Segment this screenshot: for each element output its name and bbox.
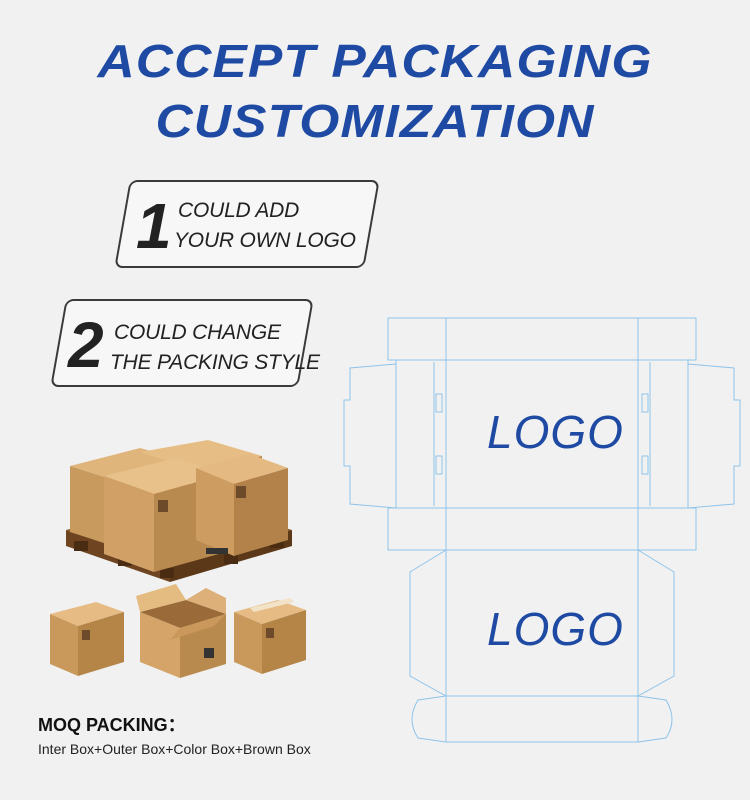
dieline-logo-bottom: LOGO <box>487 603 624 655</box>
open-box-icon <box>136 584 226 678</box>
page-title-line-2: CUSTOMIZATION <box>155 95 595 147</box>
moq-packing-text: Inter Box+Outer Box+Color Box+Brown Box <box>38 741 311 757</box>
page-title-line-1: ACCEPT PACKAGING <box>97 35 653 87</box>
taped-box-icon <box>234 598 306 674</box>
dieline-logo-top: LOGO <box>487 406 624 458</box>
moq-packing-title: MOQ PACKING： <box>38 715 186 735</box>
stacked-box-front-right-icon <box>196 454 288 556</box>
closed-box-icon <box>50 602 124 676</box>
